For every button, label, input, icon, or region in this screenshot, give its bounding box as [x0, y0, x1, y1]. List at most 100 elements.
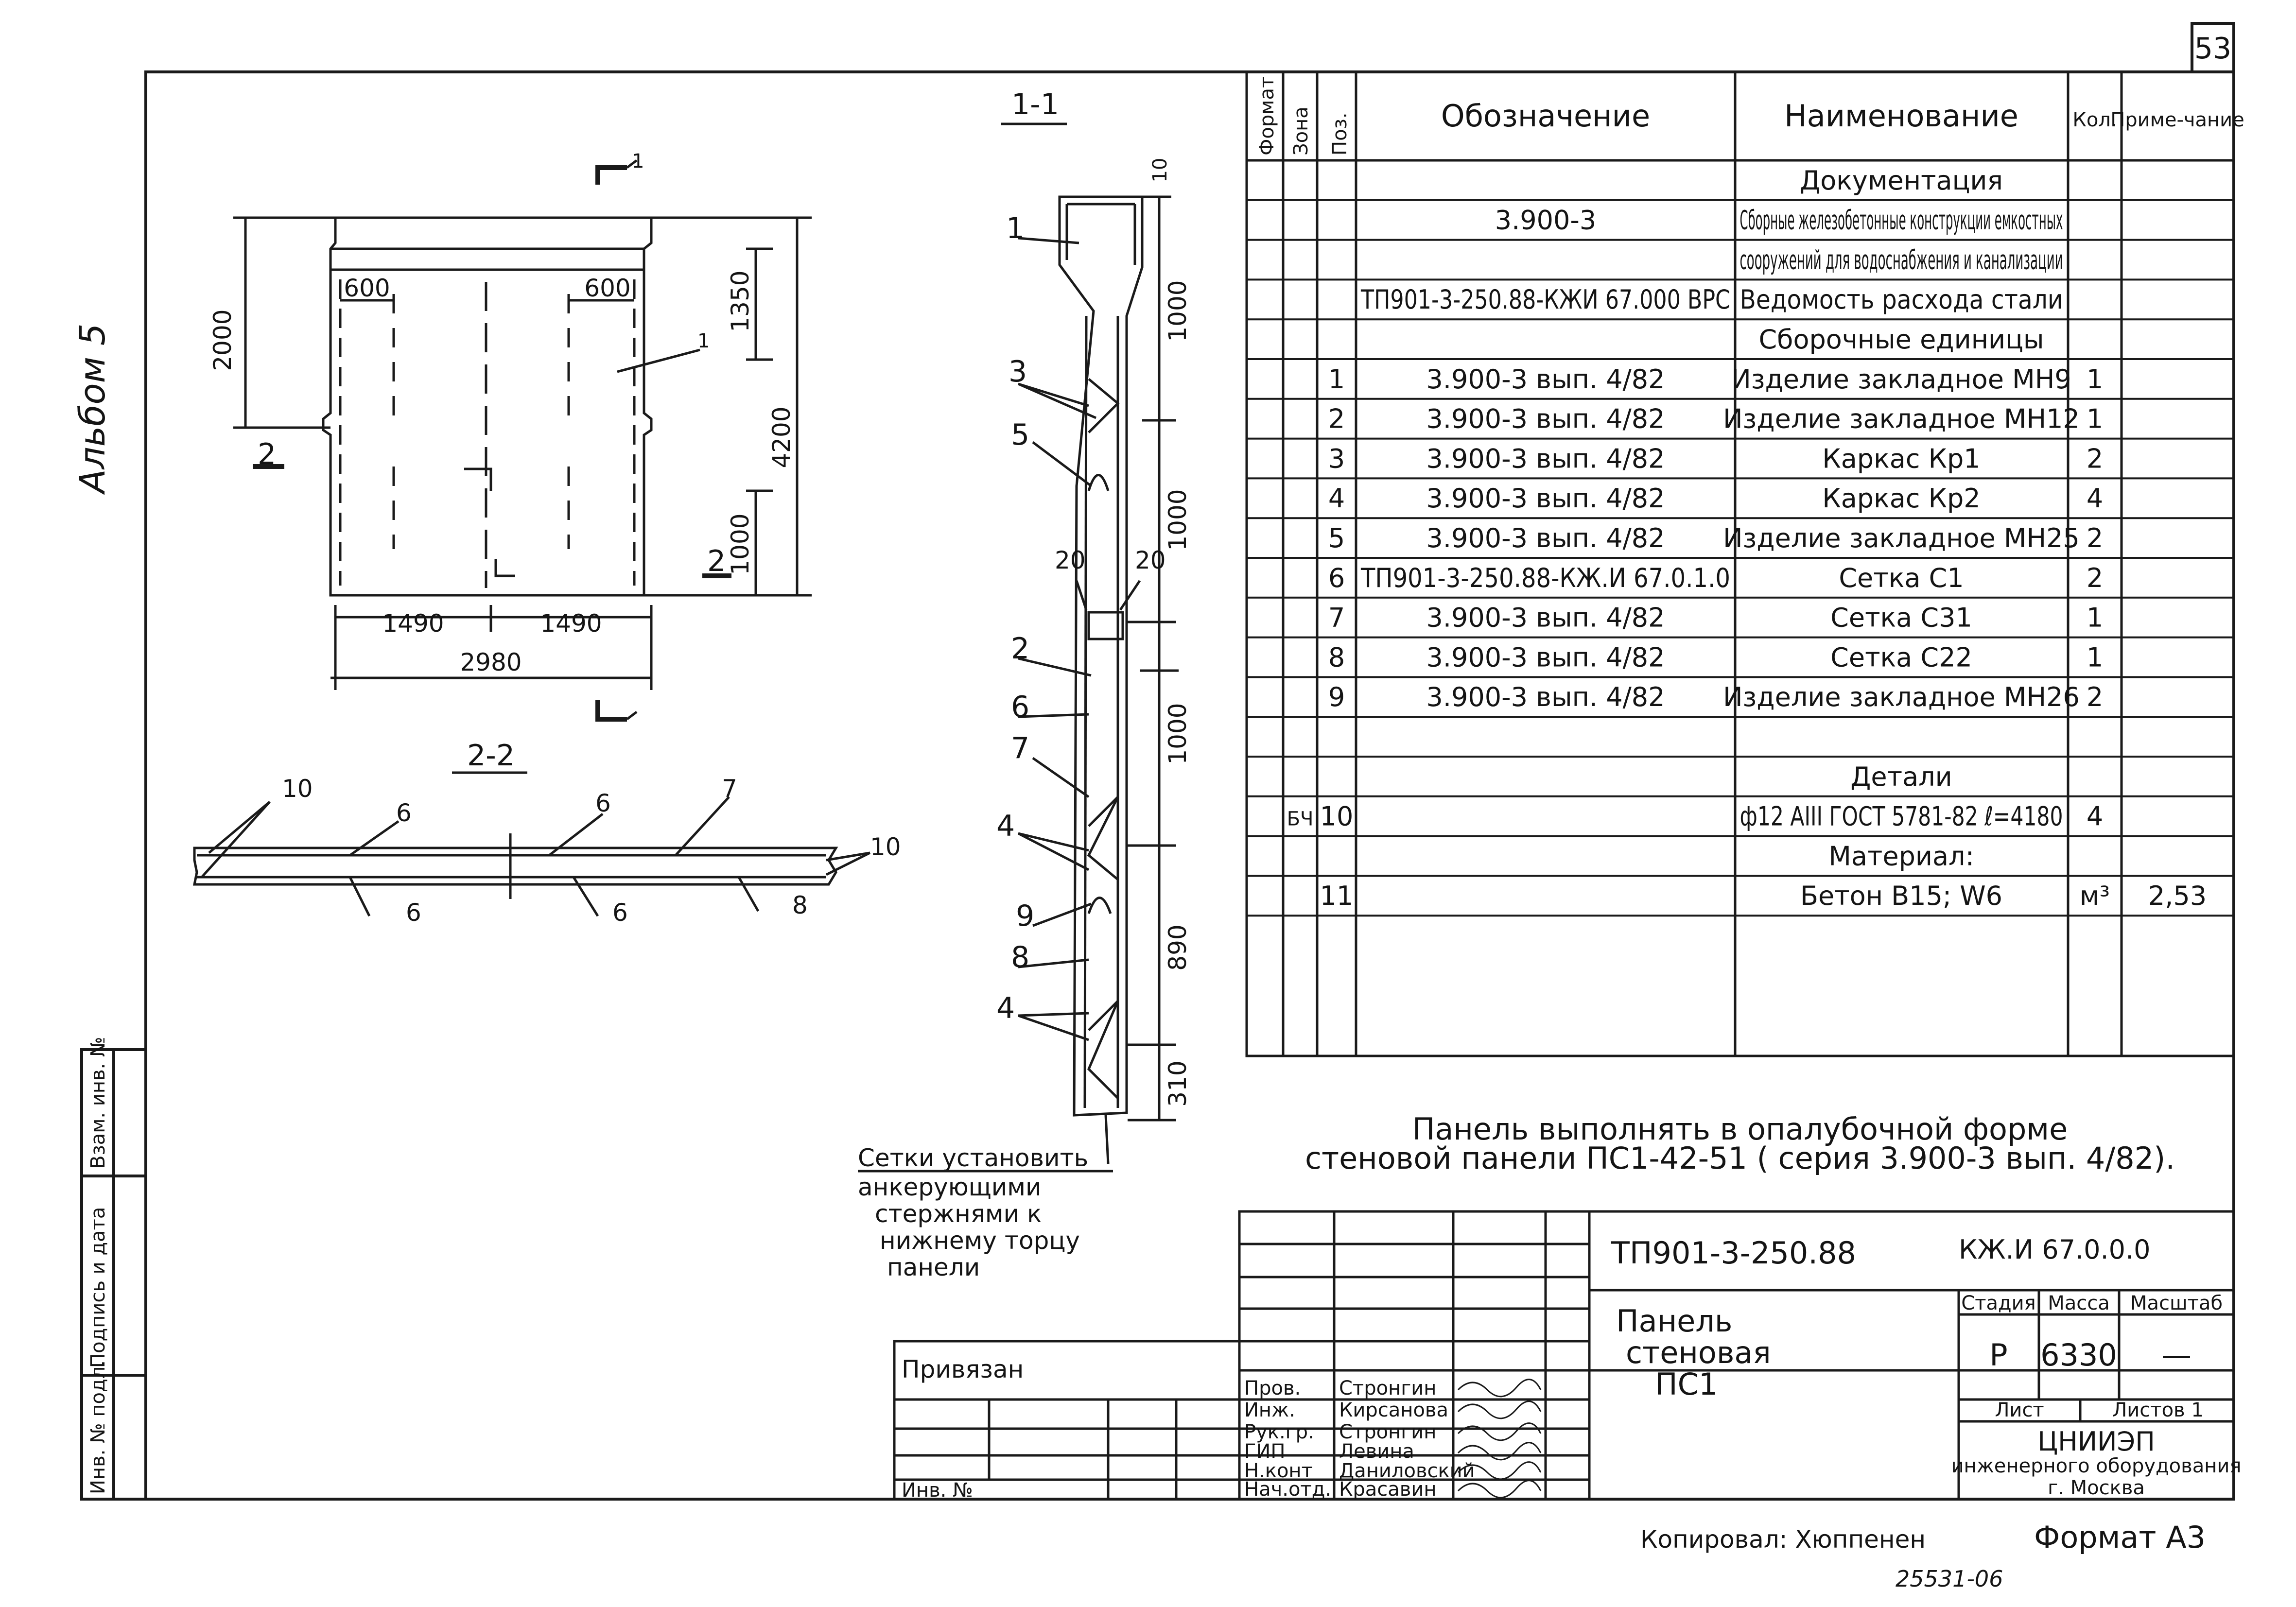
section-1-1: 1-1: [996, 87, 1192, 1164]
s11-label-9: 9: [1016, 899, 1034, 933]
spec-cell-pos: 1: [1328, 364, 1345, 395]
s11-label-6: 6: [1011, 690, 1029, 724]
panel-note-line-1: Панель выполнять в опалубочной форме: [1412, 1111, 2068, 1147]
cut-mark-1: 1: [632, 150, 644, 173]
header-designation: Обозначение: [1441, 98, 1650, 134]
spec-cell-designation: 3.900-3 вып. 4/82: [1426, 404, 1665, 434]
stamp-number: 25531-06: [1896, 1566, 2003, 1592]
strip-replace-label: Взам. инв. №: [87, 1037, 109, 1169]
spec-cell-zone: БЧ: [1287, 808, 1314, 830]
spec-cell-qty: 4: [2087, 483, 2103, 514]
s11-dim-1000-b: 1000: [1164, 489, 1192, 551]
spec-cell-name: Материал:: [1828, 841, 1974, 871]
spec-cell-pos: 2: [1328, 404, 1345, 434]
spec-cell-designation: 3.900-3 вып. 4/82: [1426, 603, 1665, 633]
signature-role: Рук.гр.: [1244, 1421, 1314, 1443]
header-note: Приме-чание: [2110, 109, 2244, 131]
mesh-note-line-1: Сетки установить: [858, 1144, 1088, 1172]
section-2-2: 2-2 10 6 6 7 10 6 6 8: [192, 739, 901, 927]
signature-name: Стронгин: [1339, 1421, 1436, 1443]
s11-label-5: 5: [1011, 418, 1029, 452]
panel-title-3: ПС1: [1655, 1366, 1718, 1402]
sheets-label: Листов 1: [2112, 1399, 2204, 1421]
spec-cell-pos: 11: [1320, 881, 1354, 911]
spec-cell-name: сооружений для водоснабжения и канализац…: [1740, 244, 2063, 275]
spec-cell-name: Сборочные единицы: [1758, 324, 2044, 355]
spec-cell-name: Ведомость расхода стали: [1740, 284, 2063, 315]
s11-dim-10: 10: [1149, 158, 1171, 183]
handwritten-signature: [1457, 1400, 1542, 1419]
spec-cell-name: Сетка С31: [1830, 603, 1972, 633]
spec-cell-name: Детали: [1850, 761, 1952, 792]
spec-cell-designation: 3.900-3 вып. 4/82: [1426, 364, 1665, 395]
signature-role: Пров.: [1244, 1377, 1301, 1400]
header-format: Формат: [1256, 77, 1278, 156]
s11-label-4-lower: 4: [996, 991, 1015, 1025]
spec-cell-name: ф12 АIII ГОСТ 5781-82 ℓ=4180: [1740, 801, 2063, 832]
section-1-1-title: 1-1: [1011, 87, 1059, 121]
spec-cell-designation: 3.900-3 вып. 4/82: [1426, 642, 1665, 673]
spec-cell-qty: 4: [2087, 801, 2103, 832]
strip-sign-label: Подпись и дата: [87, 1207, 109, 1368]
s11-dim-20-left: 20: [1055, 546, 1086, 574]
s11-dim-20-right: 20: [1135, 546, 1166, 574]
header-zone: Зона: [1290, 106, 1312, 156]
mass-value: 6330: [2040, 1337, 2117, 1373]
spec-cell-name: Изделие закладное МН12: [1723, 404, 2080, 434]
signature-name: Даниловский: [1339, 1460, 1475, 1482]
format-label: Формат А3: [2034, 1520, 2206, 1555]
mesh-note-line-4: нижнему торцу: [880, 1227, 1080, 1255]
spec-cell-pos: 3: [1328, 443, 1345, 474]
s22-label-6-b: 6: [595, 789, 611, 817]
spec-cell-qty: 1: [2087, 603, 2103, 633]
front-pos-label: 1: [697, 330, 710, 352]
s22-label-6-a: 6: [396, 799, 412, 827]
spec-cell-qty: 2: [2087, 682, 2103, 712]
s22-label-10-left: 10: [282, 775, 313, 803]
drawing-code: КЖ.И 67.0.0.0: [1959, 1234, 2151, 1265]
spec-cell-name: Каркас Кр1: [1822, 443, 1980, 474]
spec-cell-name: Сетка С22: [1830, 642, 1972, 673]
cut-mark-2-left: 2: [258, 437, 276, 471]
handwritten-signature: [1457, 1422, 1542, 1441]
s11-label-1: 1: [1006, 211, 1025, 245]
spec-cell-designation: ТП901-3-250.88-КЖИ 67.000 ВРС: [1360, 284, 1730, 315]
s11-label-3: 3: [1009, 355, 1027, 389]
spec-cell-name: Каркас Кр2: [1822, 483, 1980, 514]
header-qty: Кол.: [2072, 109, 2117, 131]
spec-cell-name: Сетка С1: [1839, 563, 1964, 593]
panel-title-1: Панель: [1616, 1303, 1732, 1339]
s11-dim-1000-c: 1000: [1164, 703, 1192, 764]
signature-role: Нач.отд.: [1244, 1478, 1331, 1501]
signature-role: Н.конт: [1244, 1460, 1313, 1482]
s11-label-4-upper: 4: [996, 809, 1015, 843]
mesh-note-line-3: стержнями к: [875, 1200, 1042, 1228]
s22-label-7: 7: [722, 775, 737, 803]
sheet-number: 53: [2194, 32, 2231, 66]
panel-note-line-2: стеновой панели ПС1-42-51 ( серия 3.900-…: [1305, 1140, 2175, 1176]
s22-label-6-c: 6: [406, 899, 421, 927]
spec-cell-designation: 3.900-3 вып. 4/82: [1426, 483, 1665, 514]
sheet-label: Лист: [1995, 1399, 2044, 1421]
mass-label: Масса: [2048, 1292, 2110, 1314]
inv-no-label: Инв. №: [902, 1479, 973, 1502]
spec-cell-name: Бетон В15; W6: [1800, 881, 2002, 911]
org-line-2: инженерного оборудования: [1951, 1455, 2242, 1477]
spec-cell-name: Изделие закладное МН26: [1723, 682, 2080, 712]
spec-cell-designation: 3.900-3 вып. 4/82: [1426, 443, 1665, 474]
dim-hole-left: 600: [344, 274, 390, 302]
mesh-note-line-2: анкерующими: [858, 1173, 1042, 1201]
dim-half-left: 1490: [382, 609, 444, 638]
s22-label-10-right: 10: [870, 833, 901, 861]
spec-cell-qty: 2: [2087, 563, 2103, 593]
spec-cell-name: Сборные железобетонные конструкции емкос…: [1740, 205, 2063, 236]
spec-cell-qty: 1: [2087, 364, 2103, 395]
spec-cell-pos: 8: [1328, 642, 1345, 673]
dim-hole-right: 600: [584, 274, 630, 302]
handwritten-signature: [1457, 1379, 1542, 1398]
cut-mark-2-right: 2: [707, 544, 726, 578]
spec-cell-designation: 3.900-3 вып. 4/82: [1426, 523, 1665, 553]
spec-cell-designation: 3.900-3: [1495, 205, 1596, 236]
dim-total-width: 2980: [460, 648, 522, 676]
